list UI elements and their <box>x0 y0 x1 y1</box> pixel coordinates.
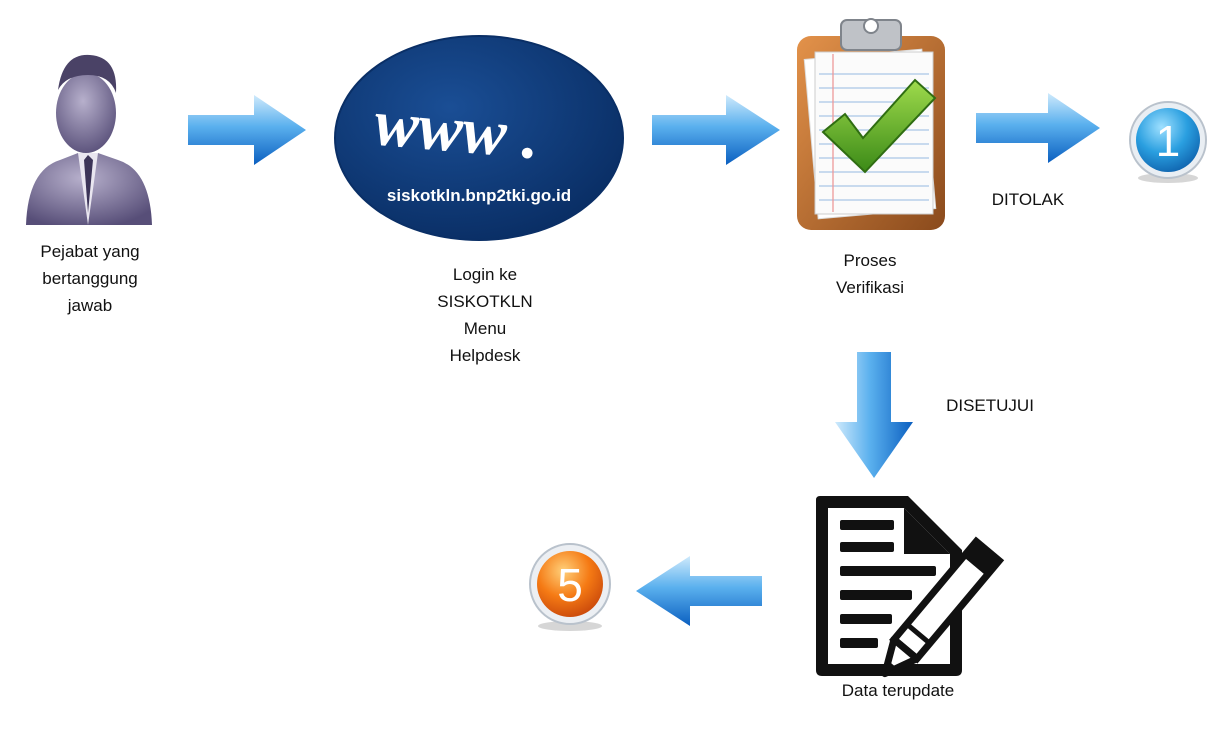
official-label-line-3: jawab <box>67 296 113 315</box>
arrow-right-icon <box>976 93 1100 163</box>
official-label-line-2: bertanggung <box>42 269 138 288</box>
step-number-1: 1 <box>1156 117 1180 166</box>
step-number-5: 5 <box>557 559 583 611</box>
rejected-label: DITOLAK <box>991 190 1065 209</box>
website-label-line-1: Login ke <box>452 265 518 284</box>
step-badge-icon: 5 <box>529 543 611 631</box>
official-label: Pejabat yang bertanggung jawab <box>20 238 160 319</box>
website-label-line-4: Helpdesk <box>449 346 521 365</box>
website-url: siskotkln.bnp2tki.go.id <box>387 186 571 205</box>
verification-label-line-1: Proses <box>843 251 897 270</box>
clipboard-check-icon <box>797 18 945 230</box>
website-label: Login ke SISKOTKLN Menu Helpdesk <box>400 261 570 369</box>
website-label-line-3: Menu <box>463 319 507 338</box>
updated-label: Data terupdate <box>841 681 955 700</box>
step-badge-icon: 1 <box>1129 101 1207 183</box>
approved-label: DISETUJUI <box>946 396 1034 415</box>
verification-label: Proses Verifikasi <box>800 247 940 301</box>
website-label-line-2: SISKOTKLN <box>437 292 533 311</box>
arrow-right-icon <box>188 95 306 165</box>
www-globe-icon: www . siskotkln.bnp2tki.go.id <box>334 35 624 241</box>
person-icon <box>26 54 152 225</box>
arrow-left-icon <box>636 556 762 626</box>
document-pencil-icon <box>816 496 1005 678</box>
www-text: www . <box>372 86 543 173</box>
verification-label-line-2: Verifikasi <box>835 278 905 297</box>
arrow-down-icon <box>835 352 913 478</box>
official-label-line-1: Pejabat yang <box>40 242 140 261</box>
arrow-right-icon <box>652 95 780 165</box>
